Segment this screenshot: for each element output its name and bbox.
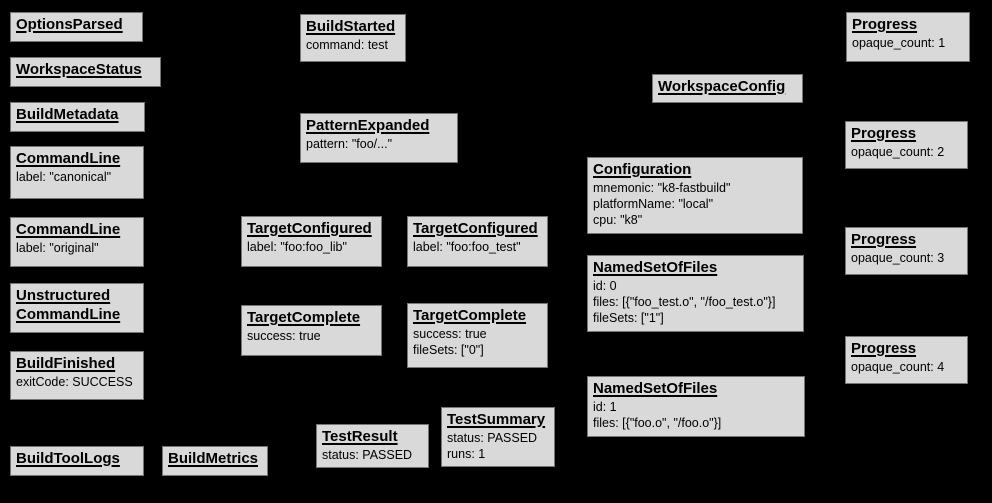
event-title: TargetComplete [413,307,527,324]
event-title: Unstructured CommandLine [16,287,121,323]
event-title: Progress [851,340,917,357]
event-title: Progress [852,16,918,33]
event-field: id: 1 [593,399,617,414]
event-box-target-configured-foo-test: TargetConfigured label: "foo:foo_test" [407,216,548,267]
event-field: exitCode: SUCCESS [16,374,133,389]
event-box-named-set-of-files-0: NamedSetOfFiles id: 0 files: [{"foo_test.o… [587,255,804,332]
event-title: CommandLine [16,221,121,238]
event-title: BuildFinished [16,355,116,372]
event-box-unstructured-command-line: Unstructured CommandLine [10,283,144,333]
event-box-progress-4: Progress opaque_count: 4 [845,336,968,384]
event-field: fileSets: ["0"] [413,343,484,357]
event-field: id: 0 [593,278,617,293]
event-field: opaque_count: 4 [851,359,945,374]
event-title: TargetConfigured [247,220,372,237]
event-title: BuildMetrics [168,450,259,467]
event-title: BuildToolLogs [16,450,120,467]
event-title: BuildStarted [306,18,396,35]
event-box-options-parsed: OptionsParsed [10,12,143,42]
event-box-build-metadata: BuildMetadata [10,102,145,132]
event-box-build-started: BuildStarted command: test [300,14,406,62]
event-box-pattern-expanded: PatternExpanded pattern: "foo/..." [300,113,458,163]
event-title: WorkspaceConfig [658,78,786,95]
event-box-workspace-config: WorkspaceConfig [652,74,803,103]
event-field: status: PASSED [322,447,413,462]
event-title: WorkspaceStatus [16,61,142,78]
event-box-test-summary: TestSummary status: PASSED runs: 1 [441,407,555,468]
event-field: success: true [247,328,321,343]
event-box-build-metrics: BuildMetrics [162,446,268,476]
event-title: Configuration [593,161,692,178]
event-title: TestSummary [447,411,546,428]
event-field: mnemonic: "k8-fastbuild" [593,180,731,195]
event-box-target-complete-foo-lib: TargetComplete success: true [241,305,382,356]
event-title: NamedSetOfFiles [593,259,718,276]
event-field: opaque_count: 3 [851,250,945,265]
event-field: success: true [413,326,487,341]
event-field: status: PASSED [447,430,538,445]
event-box-workspace-status: WorkspaceStatus [10,57,161,87]
event-title: TargetConfigured [413,220,538,237]
event-box-test-result: TestResult status: PASSED [316,424,429,468]
event-field: cpu: "k8" [593,213,643,228]
event-field: opaque_count: 1 [852,35,946,50]
event-box-progress-2: Progress opaque_count: 2 [845,121,968,169]
event-box-target-configured-foo-lib: TargetConfigured label: "foo:foo_lib" [241,216,382,267]
event-box-command-line-original: CommandLine label: "original" [10,217,144,267]
event-field: pattern: "foo/..." [306,136,393,151]
event-field: label: "foo:foo_lib" [247,239,347,254]
event-title: NamedSetOfFiles [593,380,718,397]
event-box-build-finished: BuildFinished exitCode: SUCCESS [10,351,144,400]
event-field: label: "foo:foo_test" [413,239,521,254]
event-field: opaque_count: 2 [851,144,945,159]
event-box-target-complete-foo-test: TargetComplete success: true fileSets: ["0… [407,303,548,368]
event-field: platformName: "local" [593,197,714,211]
event-title: OptionsParsed [16,16,123,33]
event-field: label: "canonical" [16,169,112,184]
event-title: PatternExpanded [306,117,430,134]
event-title: CommandLine [16,150,121,167]
event-title: Progress [851,125,917,142]
event-title: TestResult [322,428,398,445]
event-box-named-set-of-files-1: NamedSetOfFiles id: 1 files: [{"foo.o", "/… [587,376,805,437]
event-title: Progress [851,231,917,248]
event-field: label: "original" [16,240,99,255]
event-box-progress-3: Progress opaque_count: 3 [845,227,968,275]
event-box-configuration: Configuration mnemonic: "k8-fastbuild" pla… [587,157,803,234]
event-field: files: [{"foo.o", "/foo.o"}] [593,416,722,430]
event-box-build-tool-logs: BuildToolLogs [10,446,144,476]
event-box-command-line-canonical: CommandLine label: "canonical" [10,146,144,199]
event-field: command: test [306,37,388,52]
event-field: runs: 1 [447,447,486,461]
event-title: BuildMetadata [16,106,119,123]
event-title: TargetComplete [247,309,361,326]
event-field: fileSets: ["1"] [593,311,664,326]
event-box-progress-1: Progress opaque_count: 1 [846,12,970,62]
event-field: files: [{"foo_test.o", "/foo_test.o"}] [593,295,776,309]
